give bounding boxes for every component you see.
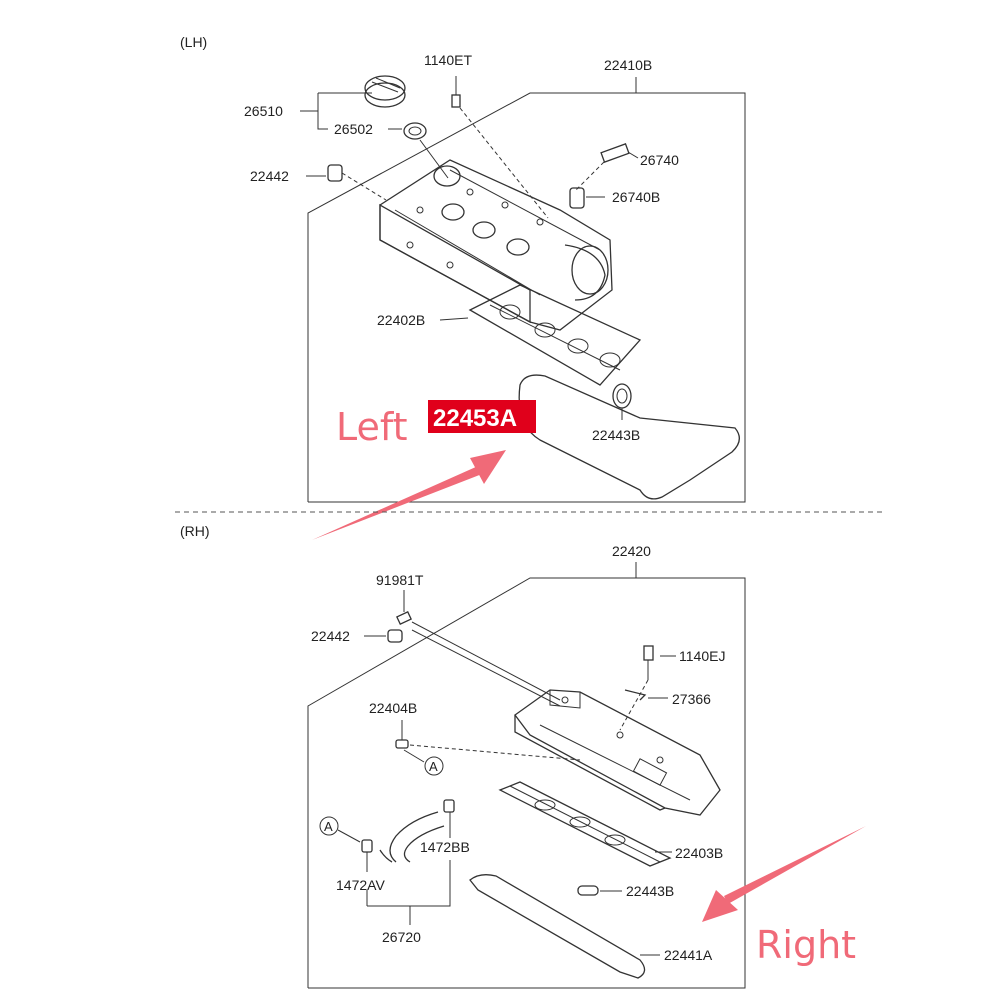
label-22404b: 22404B xyxy=(369,700,417,716)
seal-26740b xyxy=(569,187,585,209)
bolt-1140ej xyxy=(643,645,654,680)
label-22402b: 22402B xyxy=(377,312,425,328)
annotation-right: Right xyxy=(756,923,856,967)
bolt-1140et xyxy=(451,76,461,108)
label-1140et: 1140ET xyxy=(424,52,472,68)
label-22441a: 22441A xyxy=(664,947,713,963)
grommet-22443b-rh xyxy=(577,885,599,896)
label-1140ej: 1140EJ xyxy=(679,648,725,664)
reference-a1: A xyxy=(429,759,438,774)
lh-leader xyxy=(419,139,449,179)
rh-leader xyxy=(619,679,649,731)
label-26740: 26740 xyxy=(640,152,679,168)
clamp-1472av xyxy=(361,839,373,853)
cylinder-head-cover-lh xyxy=(379,159,613,331)
clip-91981t xyxy=(396,590,412,626)
clamp-1472bb xyxy=(443,799,455,813)
section-label-rh: (RH) xyxy=(180,523,210,539)
label-26510: 26510 xyxy=(244,103,283,119)
rh-assembly-frame xyxy=(307,577,746,989)
reference-circle-a1 xyxy=(424,756,444,776)
label-26740b: 26740B xyxy=(612,189,660,205)
label-22403b: 22403B xyxy=(675,845,723,861)
label-22442-rh: 22442 xyxy=(311,628,350,644)
cap-gasket-inner xyxy=(408,126,422,136)
arrow-left xyxy=(312,450,506,540)
bolt-22404b xyxy=(395,720,409,749)
label-22420: 22420 xyxy=(612,543,651,559)
lh-bracket xyxy=(317,93,328,130)
cylinder-head-cover-rh xyxy=(514,689,721,816)
label-27366: 27366 xyxy=(672,691,711,707)
label-1472bb: 1472BB xyxy=(420,839,470,855)
reference-circle-a2 xyxy=(319,816,339,836)
bracket-27366 xyxy=(624,689,647,701)
lh-leader xyxy=(575,161,605,191)
lh-leader xyxy=(459,107,549,219)
label-1472av: 1472AV xyxy=(336,877,385,893)
plug-gasket-22403b xyxy=(498,781,672,867)
label-22443b-lh: 22443B xyxy=(592,427,640,443)
plug-gasket-22402b xyxy=(468,284,642,386)
cap-gasket xyxy=(403,122,427,140)
rh-leader xyxy=(337,829,361,843)
sensor-26740 xyxy=(600,143,639,163)
annotation-left: Left xyxy=(336,405,408,449)
rh-bracket xyxy=(367,860,451,907)
highlight-22453a-bg xyxy=(428,400,536,433)
rh-leader xyxy=(411,621,561,701)
label-22410b: 22410B xyxy=(604,57,652,73)
rh-leader xyxy=(409,744,581,761)
oil-filler-cap xyxy=(364,75,406,108)
grommet-22442 xyxy=(327,164,387,201)
label-26502: 26502 xyxy=(334,121,373,137)
label-22442-lh: 22442 xyxy=(250,168,289,184)
grommet-22443b-lh xyxy=(612,383,632,420)
label-22443b-rh: 22443B xyxy=(626,883,674,899)
rh-leader xyxy=(411,629,561,707)
arrow-right xyxy=(702,826,866,922)
pcv-hose-26720 xyxy=(379,811,445,863)
section-label-lh: (LH) xyxy=(180,34,207,50)
label-91981t: 91981T xyxy=(376,572,424,588)
reference-a2: A xyxy=(324,819,333,834)
head-cover-gasket-22441a xyxy=(469,874,646,979)
grommet-22442-rh xyxy=(387,629,403,643)
label-26720: 26720 xyxy=(382,929,421,945)
lh-leader xyxy=(439,317,469,321)
lh-assembly-frame xyxy=(307,92,746,503)
rh-leader xyxy=(403,749,425,763)
highlight-22453a: 22453A xyxy=(433,405,517,432)
